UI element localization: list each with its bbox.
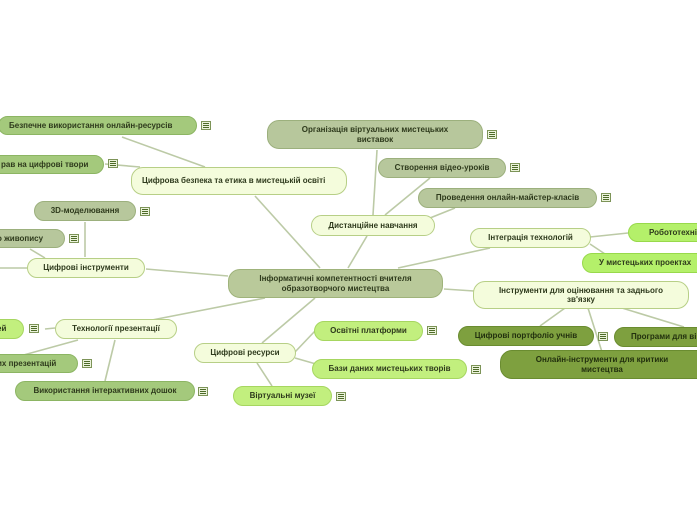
integration-label: Інтеграція технологій [488, 233, 573, 243]
resources-label: Цифрові ресурси [210, 348, 280, 358]
note-icon[interactable] [601, 193, 611, 202]
painting-label: о живопису [0, 233, 44, 243]
robotics-label: Робототехні [649, 227, 697, 237]
integration-node[interactable]: Інтеграція технологій [470, 228, 591, 248]
distance-label: Дистанційне навчання [328, 220, 418, 230]
rights-label: рав на цифрові твори [1, 159, 89, 169]
assessment-label: Інструменти для оцінювання та заднього з… [498, 285, 664, 304]
safe-use-node[interactable]: Безпечне використання онлайн-ресурсів [0, 116, 197, 135]
boards-label: Використання інтерактивних дошок [33, 386, 177, 396]
note-icon[interactable] [510, 163, 520, 172]
museums-label: Віртуальні музеї [249, 391, 316, 401]
note-icon[interactable] [69, 234, 79, 243]
safe-use-label: Безпечне використання онлайн-ресурсів [9, 120, 173, 130]
platforms-node[interactable]: Освітні платформи [314, 321, 423, 341]
root-label: Інформатичні компетентності вчителя обра… [259, 274, 412, 293]
presentation-item-2[interactable]: их презентацій [0, 354, 78, 373]
presentation-node[interactable]: Технології презентації [55, 319, 177, 339]
presentation-item-2-label: их презентацій [0, 358, 57, 368]
note-icon[interactable] [140, 207, 150, 216]
rights-node[interactable]: рав на цифрові твори [0, 155, 104, 174]
portfolio-node[interactable]: Цифрові портфоліо учнів [458, 326, 594, 346]
note-icon[interactable] [29, 324, 39, 333]
note-icon[interactable] [82, 359, 92, 368]
video-label: Створення відео-уроків [394, 163, 490, 173]
exhibitions-label: Організація віртуальних мистецьких виста… [301, 125, 449, 144]
tools-label: Цифрові інструменти [43, 263, 129, 273]
note-icon[interactable] [427, 326, 437, 335]
critique-node[interactable]: Онлайн-інструменти для критики мистецтва [500, 350, 697, 379]
presentation-label: Технології презентації [72, 324, 160, 334]
note-icon[interactable] [336, 392, 346, 401]
robotics-node[interactable]: Робототехні [628, 223, 697, 242]
note-icon[interactable] [487, 130, 497, 139]
projects-label: У мистецьких проектах [599, 258, 692, 268]
projects-node[interactable]: У мистецьких проектах [582, 253, 697, 273]
portfolio-label: Цифрові портфоліо учнів [474, 331, 578, 341]
masterclass-label: Проведення онлайн-майстер-класів [435, 193, 580, 203]
exhibitions-node[interactable]: Організація віртуальних мистецьких виста… [267, 120, 483, 149]
programs-node[interactable]: Програми для ві [614, 327, 697, 347]
platforms-label: Освітні платформи [330, 326, 407, 336]
root-node[interactable]: Інформатичні компетентності вчителя обра… [228, 269, 443, 298]
note-icon[interactable] [598, 332, 608, 341]
presentation-item-1[interactable]: ей [0, 319, 24, 339]
note-icon[interactable] [108, 159, 118, 168]
presentation-item-1-label: ей [0, 324, 7, 334]
databases-node[interactable]: Бази даних мистецьких творів [312, 359, 467, 379]
painting-node[interactable]: о живопису [0, 229, 65, 248]
databases-label: Бази даних мистецьких творів [328, 364, 451, 374]
programs-label: Програми для ві [631, 332, 697, 342]
note-icon[interactable] [198, 387, 208, 396]
assessment-node[interactable]: Інструменти для оцінювання та заднього з… [473, 281, 689, 309]
boards-node[interactable]: Використання інтерактивних дошок [15, 381, 195, 401]
ethics-label: Цифрова безпека та етика в мистецькій ос… [142, 176, 326, 186]
note-icon[interactable] [201, 121, 211, 130]
modeling-node[interactable]: 3D-моделювання [34, 201, 136, 221]
tools-node[interactable]: Цифрові інструменти [27, 258, 145, 278]
note-icon[interactable] [471, 365, 481, 374]
museums-node[interactable]: Віртуальні музеї [233, 386, 332, 406]
distance-node[interactable]: Дистанційне навчання [311, 215, 435, 236]
modeling-label: 3D-моделювання [50, 206, 120, 216]
masterclass-node[interactable]: Проведення онлайн-майстер-класів [418, 188, 597, 208]
critique-label: Онлайн-інструменти для критики мистецтва [535, 355, 669, 374]
resources-node[interactable]: Цифрові ресурси [194, 343, 296, 363]
ethics-node[interactable]: Цифрова безпека та етика в мистецькій ос… [131, 167, 347, 195]
video-node[interactable]: Створення відео-уроків [378, 158, 506, 178]
